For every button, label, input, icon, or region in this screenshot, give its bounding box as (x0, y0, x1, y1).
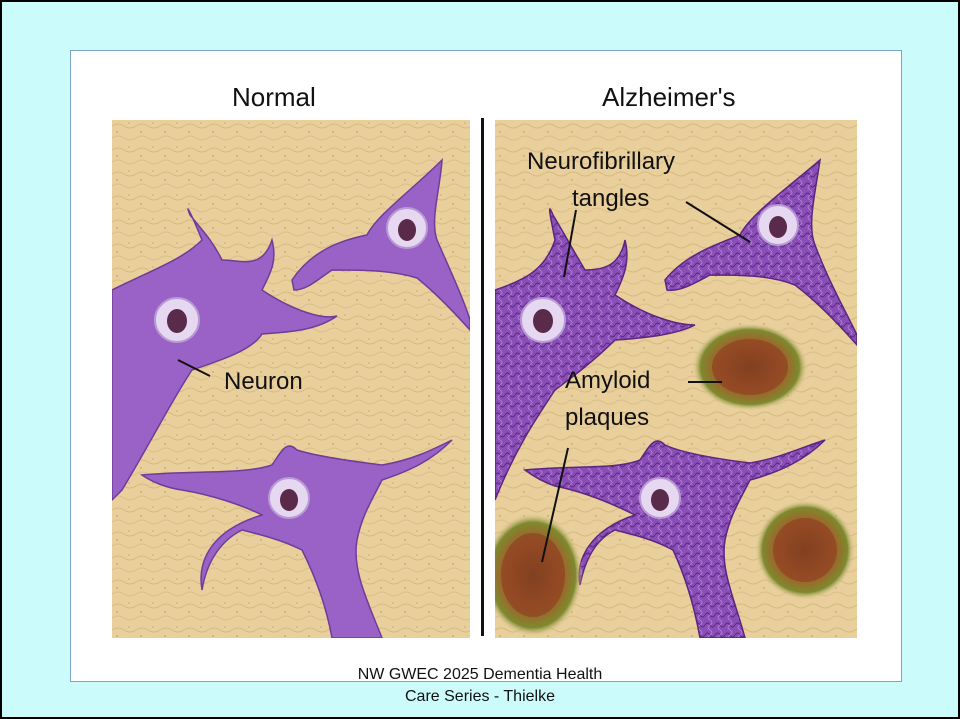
tangles-label-line1: Neurofibrillary (527, 148, 675, 176)
tangles-label-line2: tangles (572, 185, 649, 213)
alzheimers-brain-illustration (495, 120, 857, 638)
panel-divider (481, 118, 484, 636)
neuron-label: Neuron (224, 368, 303, 396)
amyloid-plaque-lower-right (755, 500, 855, 600)
amyloid-plaque-upper (692, 323, 808, 411)
amyloid-label-line2: plaques (565, 404, 649, 432)
normal-panel-title: Normal (232, 82, 316, 113)
amyloid-label-line1: Amyloid (565, 367, 650, 395)
footer-line-1: NW GWEC 2025 Dementia Health (2, 666, 958, 684)
alzheimers-panel-title: Alzheimer's (602, 82, 736, 113)
footer-line-2: Care Series - Thielke (2, 688, 958, 706)
